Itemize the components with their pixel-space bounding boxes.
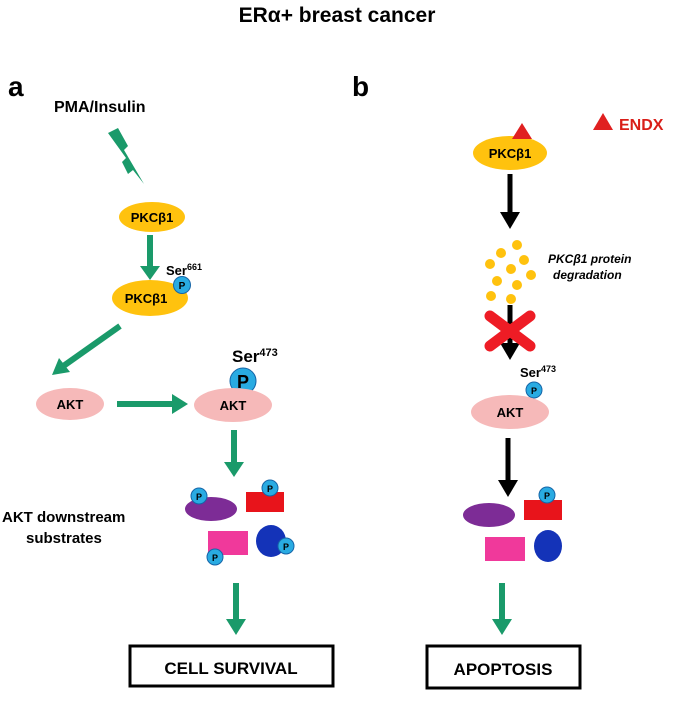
- arrow-to-degradation-head: [500, 212, 520, 229]
- pkc-beta1-phospho-label: PKCβ1: [125, 291, 168, 306]
- block-x-icon: [484, 310, 536, 352]
- apoptosis-label: APOPTOSIS: [454, 660, 553, 679]
- pkc-beta1-top-label: PKCβ1: [131, 210, 174, 225]
- akt-b: [471, 395, 549, 429]
- apoptosis-box: [425, 644, 582, 690]
- pkc-beta1-endx: [473, 136, 547, 170]
- arrow-pkc-to-akt: [60, 323, 122, 370]
- arrow-pkc-to-akt-head: [52, 358, 70, 375]
- akt-phospho-label: AKT: [220, 398, 247, 413]
- phospho-badge-purple-a: [190, 487, 208, 505]
- endx-bound-icon: [512, 123, 532, 139]
- lightning-bolt-icon: [108, 128, 144, 184]
- phospho-badge-ser473-a-label: P: [237, 372, 249, 392]
- arrow-to-survival-head: [226, 619, 246, 635]
- phospho-badge-red-b: [538, 486, 556, 504]
- arrow-akt-activation-head: [172, 394, 188, 414]
- akt-phospho: [194, 388, 272, 422]
- arrow-akt-to-substrates-b-head: [498, 480, 518, 497]
- substrates-label-line2: substrates: [26, 530, 102, 547]
- ser473-label-b: Ser473: [520, 364, 556, 380]
- arrow-pkc-to-phospho-head: [140, 266, 160, 280]
- arrow-akt-to-substrates-a-head: [224, 462, 244, 477]
- endx-legend-label: ENDX: [619, 117, 664, 134]
- endx-legend-icon: [593, 113, 613, 130]
- panel-b-label: b: [352, 71, 369, 102]
- pkc-beta1-phospho: [112, 280, 188, 316]
- akt-b-label: AKT: [497, 405, 524, 420]
- substrates-label-line1: AKT downstream: [2, 509, 125, 526]
- cell-survival-label: CELL SURVIVAL: [164, 659, 297, 678]
- pkc-beta1-top: [119, 202, 185, 232]
- phospho-badge-red-a: [261, 479, 279, 497]
- phospho-badge-blue-a-label: P: [283, 542, 289, 552]
- ser661-label: Ser661: [166, 262, 202, 278]
- phospho-badge-red-a-label: P: [267, 484, 273, 494]
- ser473-label-a: Ser473: [232, 347, 278, 366]
- pkc-beta1-endx-label: PKCβ1: [489, 146, 532, 161]
- phospho-badge-blue-a: [277, 537, 295, 555]
- phospho-badge-ser473-b: [525, 381, 543, 399]
- blocked-arrow-to-akt-head: [500, 343, 520, 360]
- phospho-badge-magenta-a: [206, 548, 224, 566]
- panel-a-label: a: [8, 71, 24, 102]
- substrate-purple-ellipse-b: [463, 503, 515, 527]
- akt-unphospho-label: AKT: [57, 397, 84, 412]
- substrate-magenta-rect-b: [485, 537, 525, 561]
- stimulus-label: PMA/Insulin: [54, 99, 146, 116]
- phospho-badge-red-b-label: P: [544, 491, 550, 501]
- figure-title: ERα+ breast cancer: [239, 4, 436, 27]
- substrate-blue-ellipse-b: [534, 530, 562, 562]
- substrate-red-rect-a: [246, 492, 284, 512]
- cell-survival-box: [128, 644, 335, 688]
- phospho-badge-ser473-b-label: P: [531, 386, 537, 396]
- degraded-pkc-fragments: [485, 240, 536, 304]
- phospho-badge-magenta-a-label: P: [212, 553, 218, 563]
- arrow-to-apoptosis-head: [492, 619, 512, 635]
- akt-unphospho: [36, 388, 104, 420]
- phospho-badge-ser661: [173, 276, 191, 294]
- phospho-badge-ser661-label: P: [179, 281, 186, 292]
- degradation-label-line1: PKCβ1 protein: [548, 252, 631, 266]
- substrate-red-rect-b: [524, 500, 562, 520]
- degradation-label-line2: degradation: [553, 268, 622, 282]
- phospho-badge-purple-a-label: P: [196, 492, 202, 502]
